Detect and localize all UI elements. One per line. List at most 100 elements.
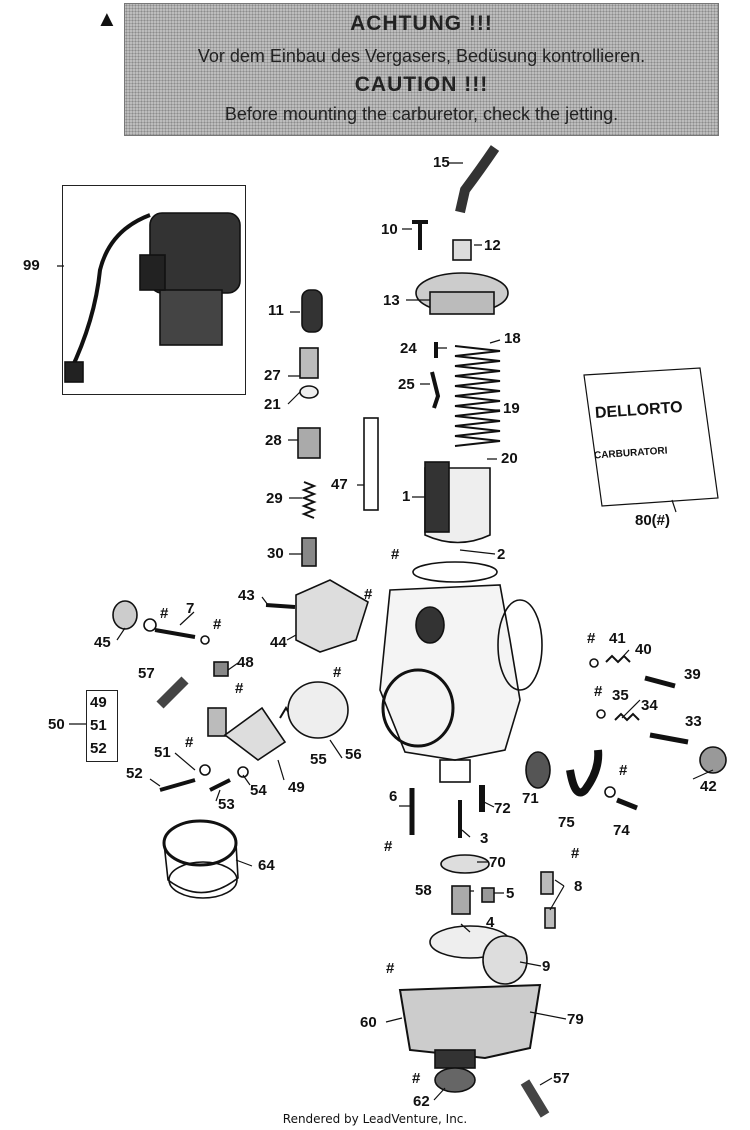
label-part-28: 28 xyxy=(265,432,282,449)
label-part-30: 30 xyxy=(267,545,284,562)
label-part-19: 19 xyxy=(503,400,520,417)
footer-credit: Rendered by LeadVenture, Inc. xyxy=(282,1112,468,1126)
label-part-41: 41 xyxy=(609,630,626,647)
label-part-52: 52 xyxy=(126,765,143,782)
complete-carburetor-box xyxy=(62,185,246,395)
label-hash: # xyxy=(364,586,373,603)
complete-carburetor-illustration xyxy=(64,212,241,383)
label-part-44: 44 xyxy=(270,634,287,651)
throttle-slide xyxy=(424,461,491,544)
label-hash: # xyxy=(235,680,244,697)
label-part-74: 74 xyxy=(613,822,630,839)
label-part-10: 10 xyxy=(381,221,398,238)
label-part-51: 51 xyxy=(154,744,171,761)
vent-hose xyxy=(455,145,500,214)
cap xyxy=(452,239,472,261)
label-part-56: 56 xyxy=(345,746,362,763)
warning-text-de: Vor dem Einbau des Vergasers, Bedüsung k… xyxy=(197,46,646,66)
label-part-79: 79 xyxy=(567,1011,584,1028)
warning-text-en: Before mounting the carburetor, check th… xyxy=(224,104,619,124)
label-part-54: 54 xyxy=(250,782,267,799)
label-part-57b: 57 xyxy=(553,1070,570,1087)
label-part-33: 33 xyxy=(685,713,702,730)
label-part-49: 49 xyxy=(288,779,305,796)
label-part-35: 35 xyxy=(612,687,629,704)
sleeve xyxy=(297,427,321,459)
label-part-9: 9 xyxy=(542,958,551,975)
slide-spring xyxy=(454,345,501,447)
label-hash: # xyxy=(160,605,169,622)
warning-title-de: ACHTUNG !!! xyxy=(350,12,493,35)
label-part-11: 11 xyxy=(268,302,284,319)
accelerator-pump xyxy=(207,681,349,761)
label-part-29: 29 xyxy=(266,490,283,507)
label-part-50: 50 xyxy=(48,716,65,733)
adjuster xyxy=(299,347,319,379)
label-hash: # xyxy=(185,734,194,751)
label-part-6: 6 xyxy=(389,788,398,805)
label-part-70: 70 xyxy=(489,854,506,871)
small-spring xyxy=(301,481,317,519)
screw xyxy=(412,220,428,250)
carburetor-body xyxy=(379,561,543,783)
rubber-cap xyxy=(301,289,323,333)
label-part-39: 39 xyxy=(684,666,701,683)
label-part-21: 21 xyxy=(264,396,281,413)
label-part-75: 75 xyxy=(558,814,575,831)
label-part-12: 12 xyxy=(484,237,501,254)
label-part-58: 58 xyxy=(415,882,432,899)
idle-knob xyxy=(112,600,138,630)
label-hash: # xyxy=(384,838,393,855)
tube xyxy=(363,417,379,511)
warning-title-en: CAUTION !!! xyxy=(354,73,489,96)
label-part-53: 53 xyxy=(218,796,235,813)
nut xyxy=(299,385,319,399)
label-hash: # xyxy=(213,616,222,633)
label-part-5: 5 xyxy=(506,885,515,902)
label-part-71: 71 xyxy=(522,790,539,807)
jet-kit-card xyxy=(583,367,719,507)
jet-kit-box xyxy=(86,690,118,762)
label-part-15: 15 xyxy=(433,154,450,171)
warning-triangle-icon: ▲ xyxy=(96,6,118,31)
label-hash: # xyxy=(386,960,395,977)
label-part-4: 4 xyxy=(486,914,495,931)
label-part-51-box: 51 xyxy=(90,717,107,734)
label-part-45: 45 xyxy=(94,634,111,651)
label-part-40: 40 xyxy=(635,641,652,658)
label-part-3: 3 xyxy=(480,830,489,847)
label-part-48: 48 xyxy=(237,654,254,671)
label-hash: # xyxy=(333,664,342,681)
label-part-47: 47 xyxy=(331,476,348,493)
label-hash: # xyxy=(619,762,628,779)
choke-housing xyxy=(295,579,369,653)
caution-banner: ACHTUNG !!! Vor dem Einbau des Vergasers… xyxy=(124,3,719,136)
label-hash: # xyxy=(391,546,400,563)
label-hash: # xyxy=(412,1070,421,1087)
label-part-18: 18 xyxy=(504,330,521,347)
label-part-64: 64 xyxy=(258,857,275,874)
label-part-8: 8 xyxy=(574,878,583,895)
label-part-80: 80(#) xyxy=(635,512,671,529)
float xyxy=(429,925,528,985)
label-part-20: 20 xyxy=(501,450,518,467)
top-cover xyxy=(415,272,509,315)
label-part-24: 24 xyxy=(400,340,417,357)
label-part-49-box: 49 xyxy=(90,694,107,711)
label-part-72: 72 xyxy=(494,800,511,817)
label-part-55: 55 xyxy=(310,751,327,768)
label-part-42: 42 xyxy=(700,778,717,795)
label-part-1: 1 xyxy=(402,488,411,505)
label-part-7: 7 xyxy=(186,600,195,617)
label-part-60: 60 xyxy=(360,1014,377,1031)
label-part-27: 27 xyxy=(264,367,281,384)
label-part-62: 62 xyxy=(413,1093,430,1110)
label-part-57: 57 xyxy=(138,665,155,682)
label-part-2: 2 xyxy=(497,546,506,563)
label-hash: # xyxy=(594,683,603,700)
label-part-13: 13 xyxy=(383,292,400,309)
label-part-34: 34 xyxy=(641,697,658,714)
drain-hose xyxy=(156,676,189,709)
